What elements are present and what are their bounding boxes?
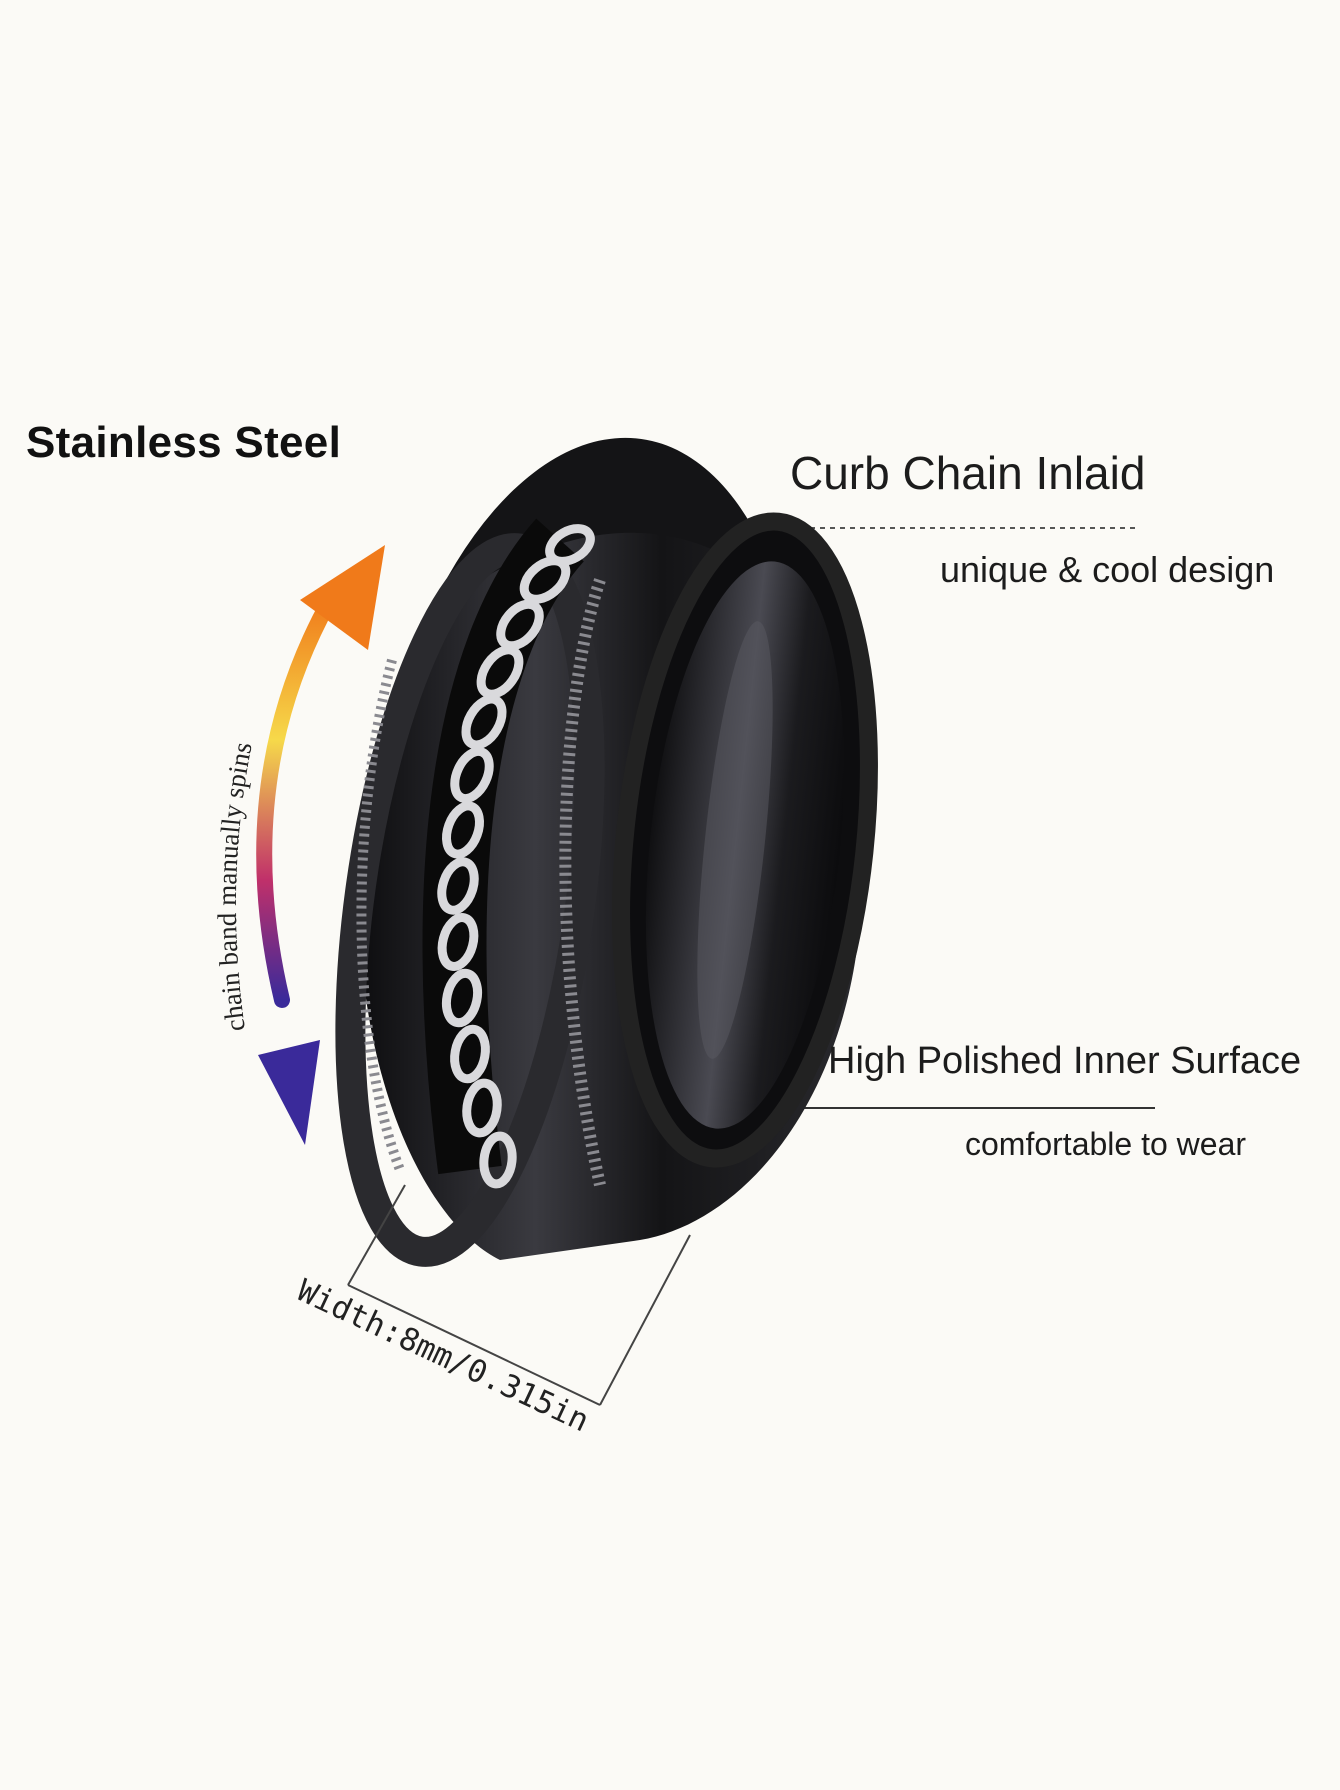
spin-note: chain band manually spins — [212, 740, 258, 1034]
inner-surface-subtitle: comfortable to wear — [965, 1126, 1247, 1162]
chain-feature-title: Curb Chain Inlaid — [790, 447, 1146, 499]
material-title: Stainless Steel — [26, 418, 342, 467]
inner-surface-title: High Polished Inner Surface — [828, 1040, 1302, 1082]
width-note: Width:8mm/0.315in — [292, 1273, 595, 1440]
spin-arrow-icon — [256, 545, 385, 1145]
chain-feature-subtitle: unique & cool design — [940, 549, 1275, 590]
curb-chain-icon — [437, 524, 595, 1189]
width-dimension — [347, 1184, 691, 1406]
ring — [335, 437, 878, 1267]
